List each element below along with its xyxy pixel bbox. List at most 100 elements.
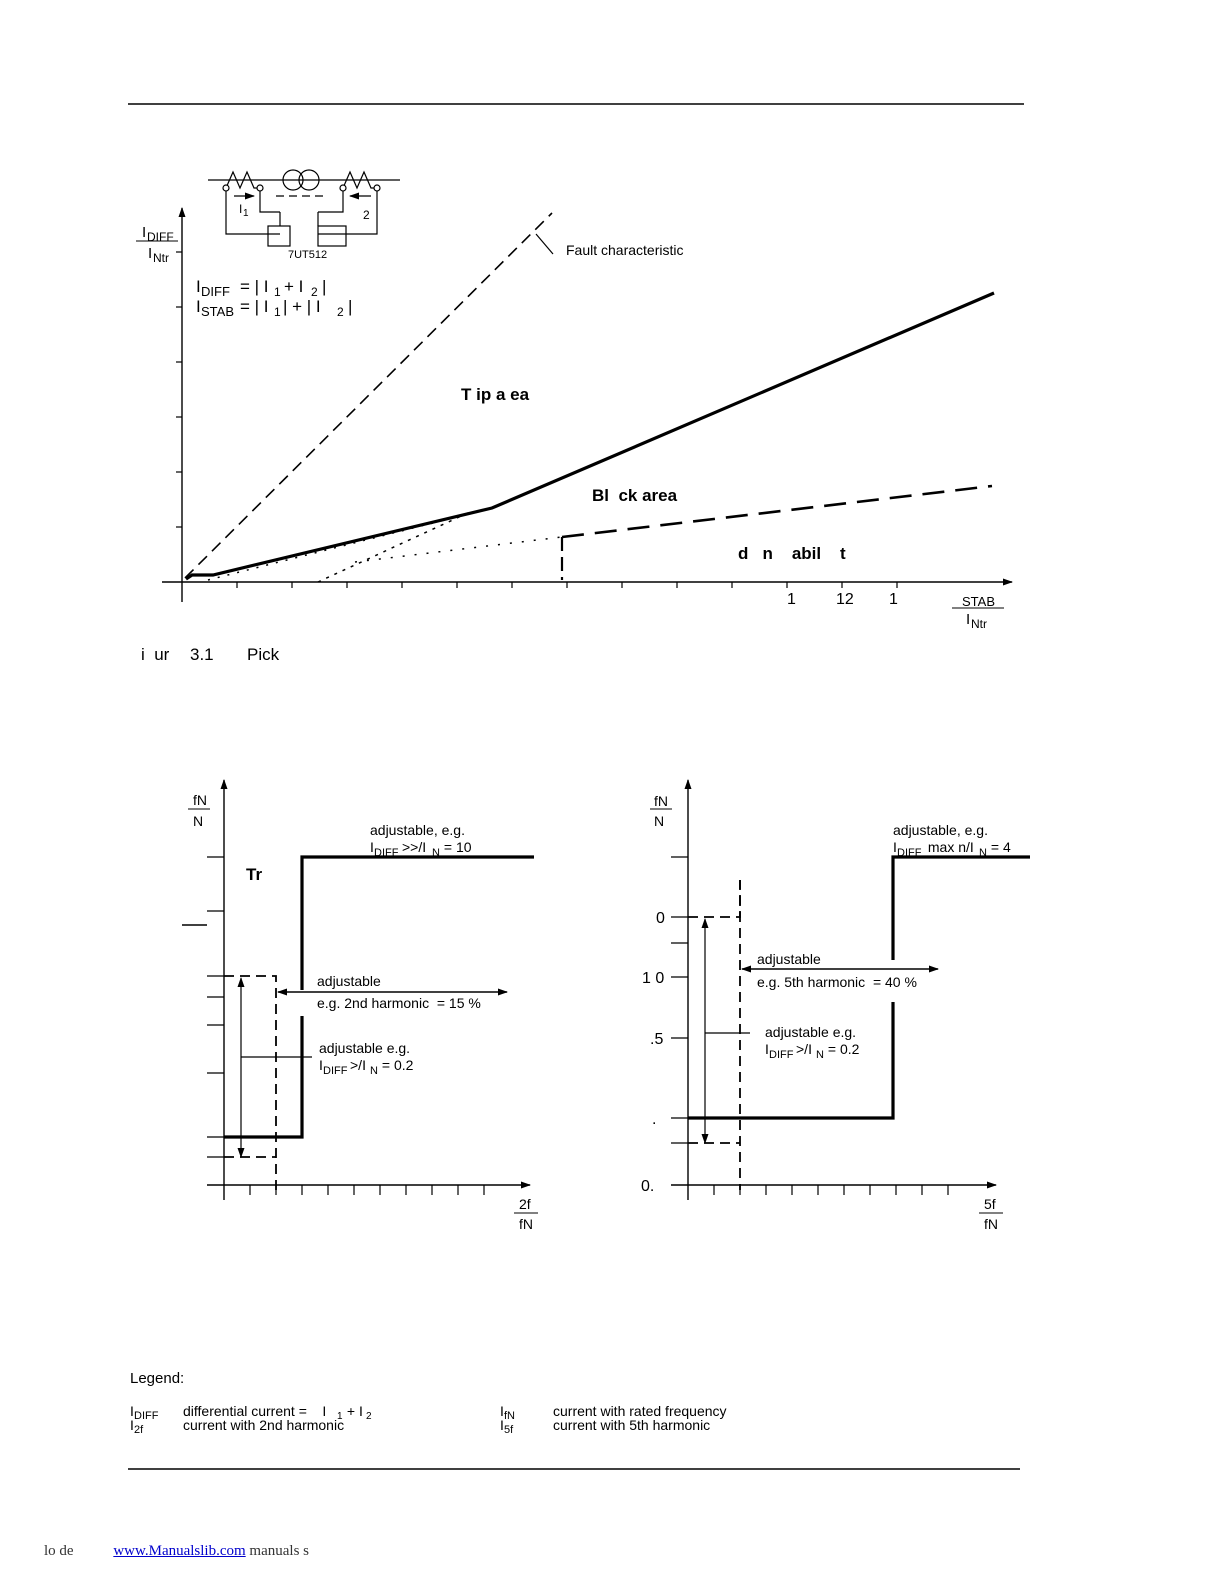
legend: Legend: I DIFF differential current = I … [130, 1370, 727, 1436]
svg-text:current with rated frequency: current with rated frequency [553, 1403, 727, 1419]
right-x-label-bottom: fN [984, 1216, 998, 1232]
top-x-ticks [236, 582, 898, 588]
formula-istab: I STAB = | I 1 | + | I 2 | [196, 297, 352, 319]
svg-text:I: I [500, 1403, 504, 1419]
svg-text:= | I: = | I [240, 277, 269, 296]
legend-item-i5f: I 5f current with 5th harmonic [500, 1417, 710, 1436]
top-y-label-I2: I [148, 245, 152, 262]
page-footer: lo de www.Manualslib.com manuals s [44, 1543, 309, 1560]
svg-text:differential current = I: differential current = I [183, 1403, 326, 1419]
footer-right-text: manuals s [249, 1543, 309, 1559]
legend-item-i2f: I 2f current with 2nd harmonic [130, 1417, 344, 1436]
top-x-label-top: STAB [962, 594, 995, 609]
svg-text:2: 2 [311, 285, 318, 299]
top-diagram: I DIFF I Ntr STAB I Ntr 1 1 2 1 Fault cha… [136, 169, 1013, 631]
svg-text:+ I: + I [284, 277, 303, 296]
right-y-tick-label: . [652, 1111, 656, 1128]
svg-text:2: 2 [337, 305, 344, 319]
top-y-label-I: I [142, 224, 146, 241]
right-adj-low-line2: I DIFF >/I N = 0.2 [765, 1041, 860, 1061]
right-x-label-top: 5f [984, 1196, 996, 1212]
legend-title: Legend: [130, 1370, 184, 1387]
svg-text:DIFF: DIFF [323, 1065, 348, 1077]
i2-label: 2 [363, 208, 370, 222]
right-x-ticks [713, 1185, 949, 1195]
legend-item-idiff: I DIFF differential current = I 1 + I 2 [130, 1403, 372, 1422]
right-y-label-top: fN [654, 793, 668, 809]
left-adj-harm-line1: adjustable [317, 973, 381, 989]
svg-text:N: N [979, 847, 987, 859]
svg-text:DIFF: DIFF [134, 1410, 159, 1422]
svg-text:1: 1 [274, 305, 281, 319]
right-y-tick-label: 0. [641, 1178, 654, 1195]
top-y-label-top: DIFF [147, 230, 174, 244]
right-adj-high-line1: adjustable, e.g. [893, 822, 988, 838]
fault-characteristic-label: Fault characteristic [566, 242, 683, 258]
right-y-label-bottom: N [654, 813, 664, 829]
left-x-ticks [249, 1185, 485, 1195]
svg-text:= 4: = 4 [987, 839, 1011, 855]
right-y-tick-label: .5 [650, 1031, 663, 1048]
svg-text:I: I [196, 277, 201, 296]
svg-text:>/I: >/I [350, 1057, 366, 1073]
svg-text:I: I [500, 1417, 504, 1433]
left-harmonic-gap [295, 990, 309, 1016]
i1-label: 1 [243, 208, 249, 219]
dotted-line-3 [354, 536, 563, 563]
left-x-label-bottom: fN [519, 1216, 533, 1232]
legend-item-ifn: I fN current with rated frequency [500, 1403, 727, 1422]
tripping-characteristic [185, 291, 995, 581]
svg-text:DIFF: DIFF [374, 847, 399, 859]
svg-text:I: I [893, 839, 897, 855]
svg-text:>>/I: >>/I [402, 839, 426, 855]
svg-text:|: | [322, 277, 326, 296]
fault-characteristic-line [184, 212, 553, 579]
add-stab-line [561, 484, 993, 539]
svg-text:|: | [348, 297, 352, 316]
svg-text:I: I [130, 1417, 134, 1433]
top-y-ticks [176, 251, 182, 528]
left-diagram: fN N 2f fN Tr adjustable, e.g. I DIFF >>… [182, 779, 538, 1232]
svg-text:N: N [432, 847, 440, 859]
svg-text:5f: 5f [504, 1424, 514, 1436]
manualslib-link[interactable]: www.Manualslib.com [113, 1543, 246, 1559]
right-adj-harm-line1: adjustable [757, 951, 821, 967]
svg-text:current with 5th harmonic: current with 5th harmonic [553, 1417, 710, 1433]
formula-idiff: I DIFF = | I 1 + I 2 | [196, 277, 326, 299]
circuit-sketch [208, 169, 400, 247]
i1-label-I: I [239, 202, 242, 216]
left-adj-low-line2: I DIFF >/I N = 0.2 [319, 1057, 414, 1077]
svg-text:DIFF: DIFF [201, 284, 230, 299]
transformer-icon [282, 169, 304, 191]
left-y-ticks [207, 856, 224, 1158]
dotted-line-2 [317, 511, 471, 583]
svg-text:>/I: >/I [796, 1041, 812, 1057]
left-y-label-top: fN [193, 792, 207, 808]
circuit-label: 7UT512 [288, 249, 327, 261]
svg-text:N: N [370, 1065, 378, 1077]
left-trip-label: Tr [246, 865, 262, 884]
fault-characteristic-pointer [535, 233, 554, 255]
top-x-tick-label: 1 [889, 591, 898, 608]
svg-text:DIFF: DIFF [769, 1049, 794, 1061]
figure-caption-number: 3.1 [190, 645, 214, 664]
svg-text:STAB: STAB [201, 304, 234, 319]
right-adj-harm-line2: e.g. 5th harmonic = 40 % [757, 974, 917, 990]
figure-caption-text: Pick [247, 645, 280, 664]
right-diagram: 0 1 0 .5 . 0. fN N 5f fN adjustable, e.g… [641, 779, 1030, 1232]
left-adj-low-line1: adjustable e.g. [319, 1040, 410, 1056]
svg-text:1: 1 [274, 285, 281, 299]
top-y-label-bottom: Ntr [153, 251, 169, 265]
left-dashed-box [224, 975, 277, 1190]
svg-text:2: 2 [366, 1411, 372, 1422]
right-adj-low-line1: adjustable e.g. [765, 1024, 856, 1040]
right-y-tick-label: 0 [656, 910, 665, 927]
left-y-label-bottom: N [193, 813, 203, 829]
svg-text:max n/I: max n/I [924, 839, 974, 855]
svg-text:N: N [816, 1049, 824, 1061]
svg-text:2f: 2f [134, 1424, 144, 1436]
top-x-label-bottom: Ntr [971, 617, 987, 631]
svg-text:+ I: + I [343, 1403, 363, 1419]
svg-text:DIFF: DIFF [897, 847, 922, 859]
